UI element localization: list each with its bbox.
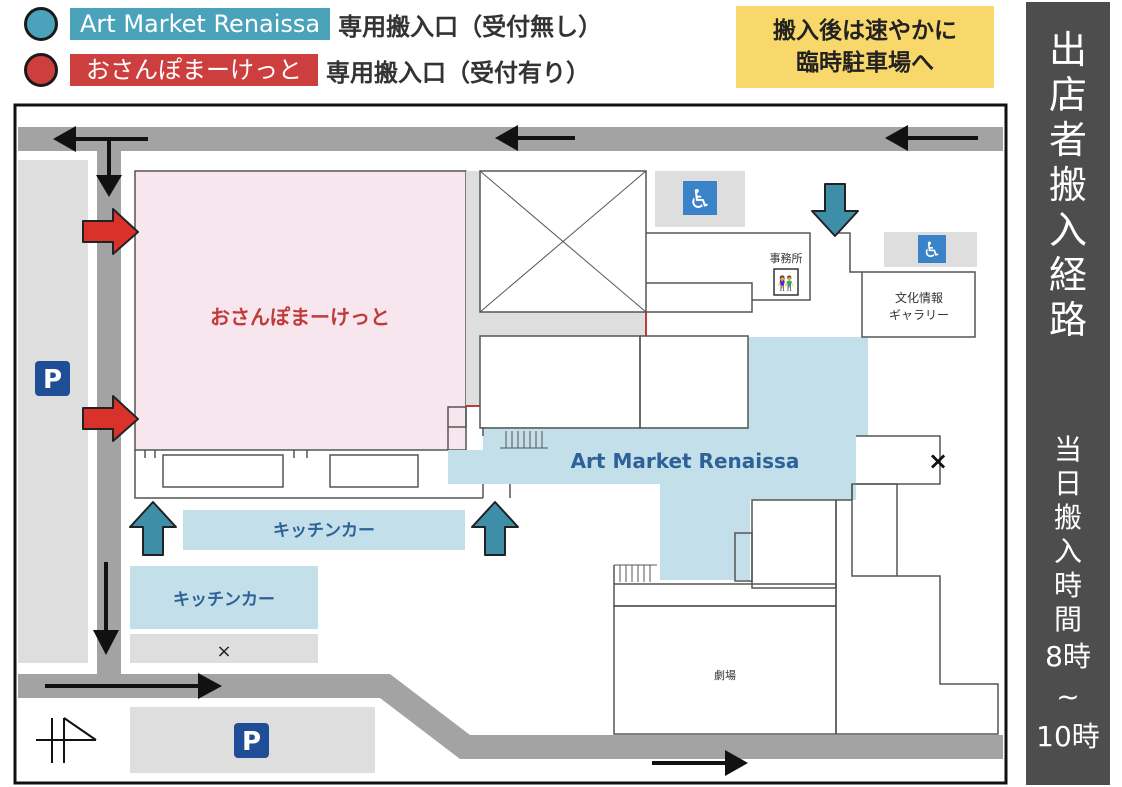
blue-entrance-arrow-3 bbox=[811, 183, 859, 237]
legend-osanpo: おさんぽまーけっと 専用搬入口（受付有り） bbox=[24, 52, 590, 88]
left-parking-area bbox=[18, 160, 88, 663]
parking-sign-left-text: P bbox=[43, 365, 62, 395]
blue-entrance-arrow-1 bbox=[129, 501, 177, 556]
legend-desc-osanpo: 専用搬入口（受付有り） bbox=[326, 58, 590, 87]
parking-sign-bottom: P bbox=[234, 723, 269, 758]
kitchen-car-area-2 bbox=[130, 566, 318, 629]
legend-art-market: Art Market Renaissa 専用搬入口（受付無し） bbox=[24, 6, 602, 42]
parking-sign-left: P bbox=[35, 361, 70, 396]
notice-box: 搬入後は速やかに 臨時駐車場へ bbox=[736, 6, 994, 88]
gallery-label-1: 文化情報 bbox=[895, 290, 943, 305]
corridor-north bbox=[480, 312, 645, 336]
restroom-icon: 👫 bbox=[773, 268, 799, 296]
svg-text:👫: 👫 bbox=[777, 275, 795, 292]
kitchen-car-label-1: キッチンカー bbox=[273, 521, 375, 541]
sidebar-subtitle: 当日搬入時間 bbox=[1053, 433, 1082, 636]
arrow-down-icon bbox=[93, 562, 119, 655]
sidebar-panel: 出店者搬入経路 当日搬入時間 8時 ~ 10時 bbox=[1026, 2, 1110, 785]
legend-desc-art-market: 専用搬入口（受付無し） bbox=[338, 12, 603, 41]
arrow-left-icon bbox=[495, 125, 575, 151]
osanpo-market-area bbox=[134, 170, 467, 451]
kitchen-car-label-2: キッチンカー bbox=[173, 590, 275, 610]
parking-sign-bottom-text: P bbox=[242, 727, 261, 757]
notice-line-1: 搬入後は速やかに bbox=[773, 18, 957, 44]
notice-line-2: 臨時駐車場へ bbox=[796, 50, 934, 76]
blue-entrance-arrow-2 bbox=[471, 501, 519, 556]
office-label: 事務所 bbox=[770, 251, 803, 265]
road-bottom bbox=[18, 674, 1003, 759]
osanpo-lower-rooms bbox=[134, 450, 483, 499]
north-arrow-icon bbox=[36, 717, 97, 763]
art-market-area bbox=[448, 337, 868, 580]
legend-label-art-market: Art Market Renaissa bbox=[70, 8, 331, 40]
gallery-label-2: ギャラリー bbox=[889, 308, 949, 322]
arrow-right-icon bbox=[652, 750, 748, 776]
blocked-mark: × bbox=[216, 641, 231, 662]
arrow-down-icon bbox=[85, 137, 145, 197]
no-entry-mark: × bbox=[928, 447, 948, 475]
legend-dot-blue bbox=[24, 7, 58, 41]
wheelchair-icon: ♿ bbox=[683, 181, 717, 215]
time-start: 8時 bbox=[1045, 640, 1091, 673]
svg-text:♿: ♿ bbox=[688, 185, 711, 215]
sidebar-title: 出店者搬入経路 bbox=[1048, 28, 1087, 342]
red-entrance-arrow-1 bbox=[82, 208, 139, 255]
osanpo-area-label: おさんぽまーけっと bbox=[210, 305, 390, 329]
time-end: 10時 bbox=[1036, 720, 1100, 753]
void-area bbox=[479, 170, 647, 313]
svg-text:♿: ♿ bbox=[923, 238, 942, 262]
wheelchair-icon: ♿ bbox=[918, 235, 946, 263]
red-entrance-arrow-2 bbox=[82, 395, 139, 442]
art-market-area-label: Art Market Renaissa bbox=[571, 449, 800, 473]
legend-label-osanpo: おさんぽまーけっと bbox=[70, 54, 318, 86]
legend-dot-red bbox=[24, 53, 58, 87]
arrow-left-icon bbox=[885, 125, 978, 151]
blocked-area bbox=[130, 634, 318, 663]
kitchen-car-area-1 bbox=[183, 510, 465, 550]
stairs-south bbox=[614, 564, 657, 582]
arrow-right-icon bbox=[45, 673, 222, 699]
theater-label: 劇場 bbox=[714, 668, 736, 682]
stairs-north bbox=[500, 431, 548, 449]
time-separator: ~ bbox=[1056, 680, 1080, 713]
corridor-west bbox=[466, 171, 480, 406]
building-walls bbox=[447, 232, 999, 735]
traffic-arrows bbox=[45, 125, 978, 776]
